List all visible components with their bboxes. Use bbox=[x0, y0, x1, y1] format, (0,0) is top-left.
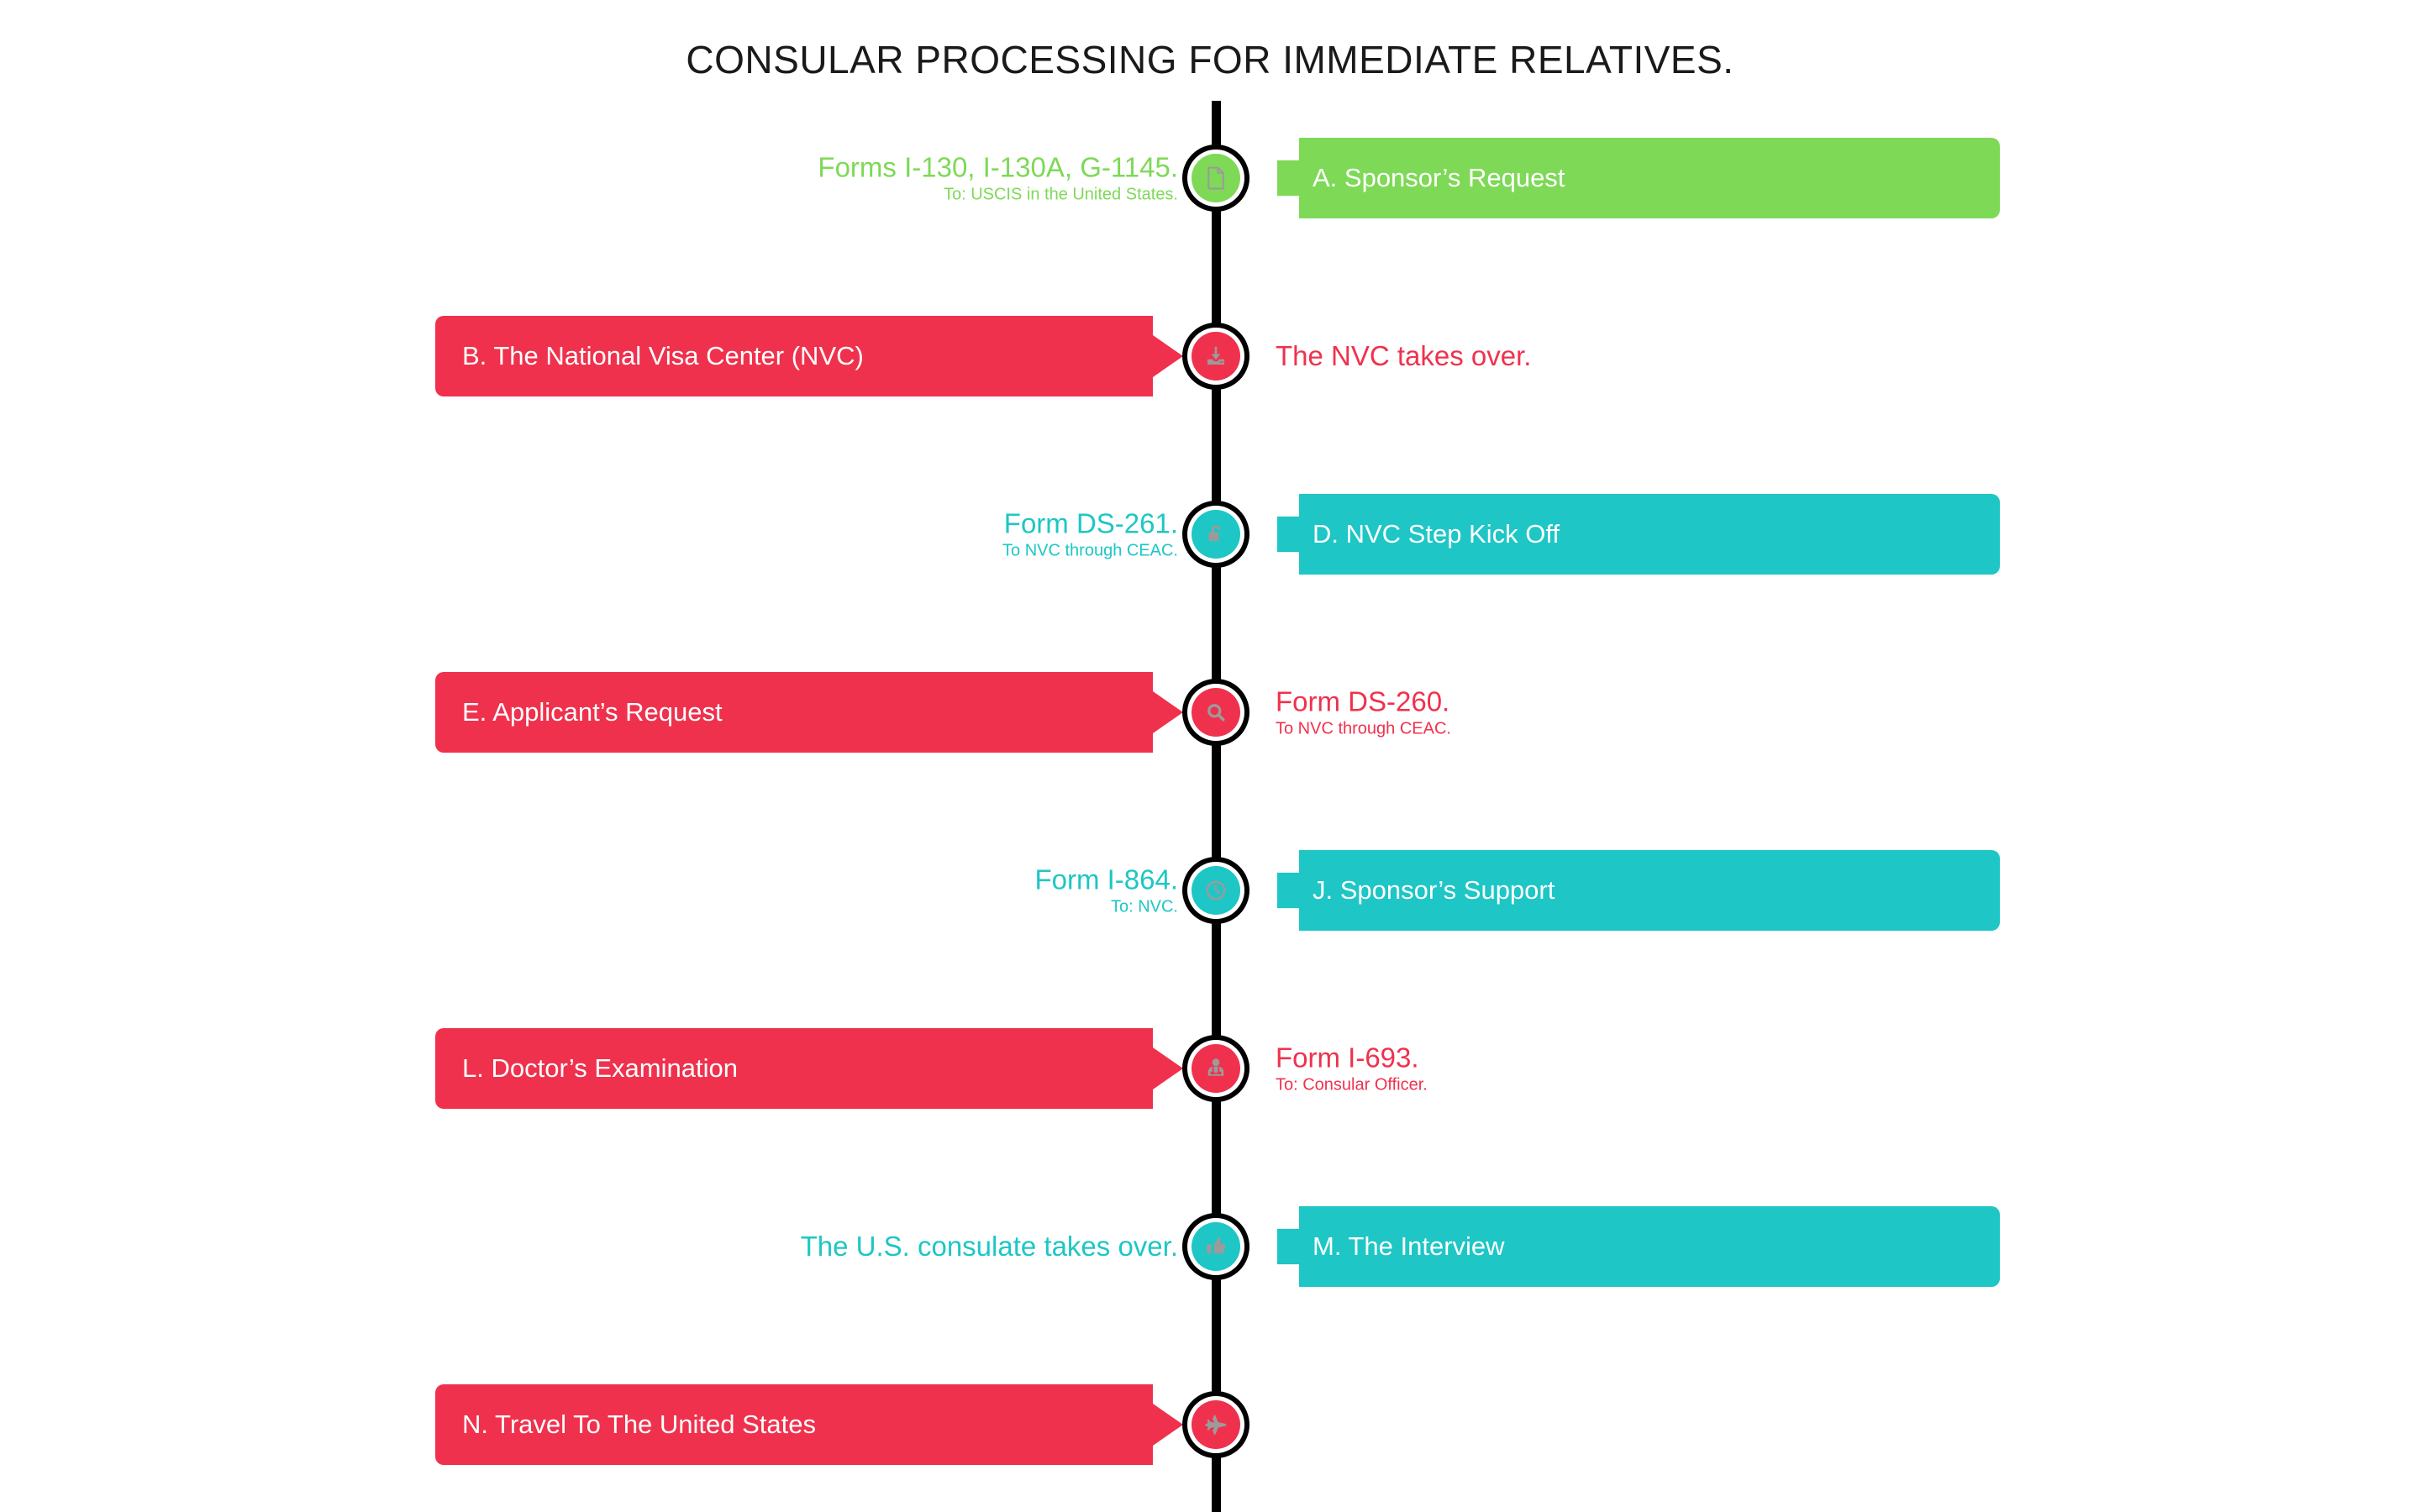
step-node-a[interactable] bbox=[1182, 144, 1249, 212]
step-note-a: Forms I-130, I-130A, G-1145. To: USCIS in… bbox=[818, 152, 1178, 203]
document-icon bbox=[1203, 165, 1228, 191]
clock-icon bbox=[1203, 878, 1228, 903]
step-note-m: The U.S. consulate takes over. bbox=[801, 1231, 1178, 1262]
step-node-disc-l bbox=[1192, 1044, 1240, 1093]
step-note-secondary-d: To NVC through CEAC. bbox=[1002, 541, 1178, 560]
step-bar-label-m: M. The Interview bbox=[1313, 1231, 1505, 1261]
timeline-step-l: L. Doctor’s Examination Form I-693.To: Co… bbox=[0, 1010, 2420, 1127]
step-node-ring-a bbox=[1187, 150, 1244, 207]
timeline-step-j: J. Sponsor’s Support Form I-864. To: NVC. bbox=[0, 832, 2420, 949]
step-node-e[interactable] bbox=[1182, 679, 1249, 746]
step-bar-label-d: D. NVC Step Kick Off bbox=[1313, 519, 1560, 549]
unlock-icon bbox=[1203, 522, 1228, 547]
step-node-ring-b bbox=[1187, 328, 1244, 385]
step-node-disc-n bbox=[1192, 1400, 1240, 1449]
step-note-primary-m: The U.S. consulate takes over. bbox=[800, 1231, 1178, 1263]
step-bar-n[interactable]: N. Travel To The United States bbox=[435, 1384, 1183, 1465]
step-bar-b[interactable]: B. The National Visa Center (NVC) bbox=[435, 316, 1183, 396]
step-node-n[interactable] bbox=[1182, 1391, 1249, 1458]
step-bar-label-j: J. Sponsor’s Support bbox=[1313, 875, 1555, 905]
thumbs-up-icon bbox=[1203, 1234, 1228, 1259]
step-bar-a[interactable]: A. Sponsor’s Request bbox=[1277, 138, 2000, 218]
page-title: CONSULAR PROCESSING FOR IMMEDIATE RELATI… bbox=[686, 38, 1734, 81]
step-bar-l[interactable]: L. Doctor’s Examination bbox=[435, 1028, 1183, 1109]
step-bar-label-l: L. Doctor’s Examination bbox=[462, 1053, 738, 1083]
step-node-l[interactable] bbox=[1182, 1035, 1249, 1102]
step-note-d: Form DS-261. To NVC through CEAC. bbox=[1002, 508, 1178, 559]
step-node-disc-b bbox=[1192, 332, 1240, 381]
step-node-b[interactable] bbox=[1182, 323, 1249, 390]
step-note-primary-j: Form I-864. bbox=[1034, 864, 1178, 895]
timeline-spine bbox=[1212, 101, 1221, 1512]
step-note-l: Form I-693.To: Consular Officer. bbox=[1276, 1042, 1428, 1094]
step-bar-j[interactable]: J. Sponsor’s Support bbox=[1277, 850, 2000, 931]
step-note-secondary-a: To: USCIS in the United States. bbox=[943, 185, 1178, 204]
step-note-primary-a: Forms I-130, I-130A, G-1145. bbox=[818, 151, 1178, 183]
timeline-step-b: B. The National Visa Center (NVC) The NVC… bbox=[0, 297, 2420, 415]
step-node-ring-e bbox=[1187, 684, 1244, 741]
download-inbox-icon bbox=[1203, 344, 1228, 369]
timeline-step-n: N. Travel To The United States bbox=[0, 1366, 2420, 1483]
step-bar-label-a: A. Sponsor’s Request bbox=[1313, 163, 1565, 192]
timeline-step-d: D. NVC Step Kick Off Form DS-261. To NVC t… bbox=[0, 475, 2420, 593]
step-node-ring-m bbox=[1187, 1218, 1244, 1275]
step-note-secondary-j: To: NVC. bbox=[1110, 897, 1178, 916]
airplane-icon bbox=[1203, 1412, 1228, 1437]
magnifier-icon bbox=[1203, 700, 1228, 725]
timeline-step-e: E. Applicant’s Request Form DS-260. To NVC… bbox=[0, 654, 2420, 771]
step-node-j[interactable] bbox=[1182, 857, 1249, 924]
step-note-primary-e: Form DS-260. bbox=[1276, 685, 1450, 717]
step-bar-e[interactable]: E. Applicant’s Request bbox=[435, 672, 1183, 753]
step-bar-label-n: N. Travel To The United States bbox=[462, 1410, 817, 1439]
step-bar-m[interactable]: M. The Interview bbox=[1277, 1206, 2000, 1287]
step-node-disc-j bbox=[1192, 866, 1240, 915]
step-note-e: Form DS-260. To NVC through CEAC. bbox=[1276, 686, 1451, 738]
step-bar-d[interactable]: D. NVC Step Kick Off bbox=[1277, 494, 2000, 575]
step-note-b: The NVC takes over. bbox=[1276, 341, 1531, 371]
step-node-ring-l bbox=[1187, 1040, 1244, 1097]
step-bar-label-b: B. The National Visa Center (NVC) bbox=[462, 341, 864, 370]
step-node-disc-m bbox=[1192, 1222, 1240, 1271]
step-bar-label-e: E. Applicant’s Request bbox=[462, 697, 723, 727]
timeline-step-a: A. Sponsor’s Request Forms I-130, I-130A,… bbox=[0, 119, 2420, 237]
step-node-m[interactable] bbox=[1182, 1213, 1249, 1280]
doctor-icon bbox=[1203, 1056, 1228, 1081]
step-note-secondary-e: To NVC through CEAC. bbox=[1276, 719, 1451, 738]
timeline-step-m: M. The Interview The U.S. consulate takes… bbox=[0, 1188, 2420, 1305]
step-note-primary-l: Form I-693. bbox=[1276, 1042, 1419, 1074]
step-node-disc-e bbox=[1192, 688, 1240, 737]
step-note-primary-d: Form DS-261. bbox=[1003, 507, 1178, 539]
step-note-j: Form I-864. To: NVC. bbox=[1034, 864, 1178, 916]
step-note-primary-b: The NVC takes over. bbox=[1276, 340, 1532, 372]
step-note-secondary-l: To: Consular Officer. bbox=[1276, 1075, 1428, 1095]
step-node-d[interactable] bbox=[1182, 501, 1249, 568]
step-node-disc-d bbox=[1192, 510, 1240, 559]
step-node-ring-n bbox=[1187, 1396, 1244, 1453]
step-node-ring-j bbox=[1187, 862, 1244, 919]
step-node-ring-d bbox=[1187, 506, 1244, 563]
step-node-disc-a bbox=[1192, 154, 1240, 202]
